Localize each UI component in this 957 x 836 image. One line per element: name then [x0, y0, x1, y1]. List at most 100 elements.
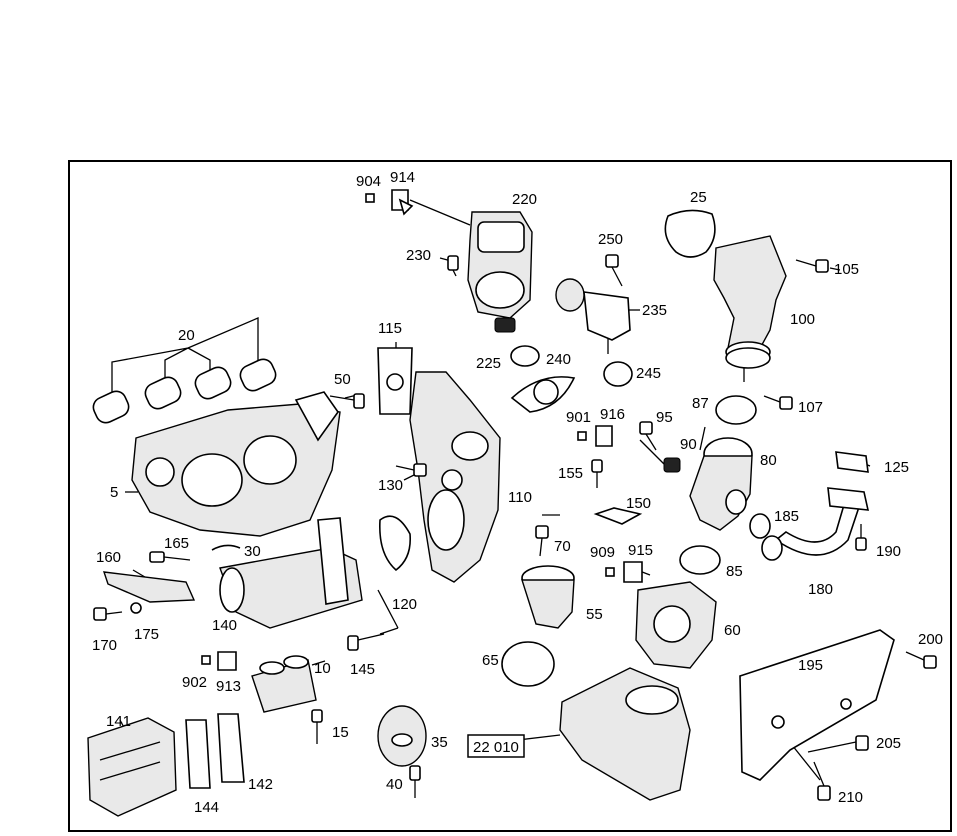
sensor-90: [663, 457, 681, 473]
callout-label: 141: [106, 713, 131, 730]
callout-label: 150: [626, 495, 651, 512]
bolt-130: [395, 463, 427, 477]
callout-label: 50: [334, 371, 351, 388]
callout-label: 901: [566, 409, 591, 426]
connector-904-914: [365, 189, 414, 216]
boxed-reference-text: 22 010: [473, 739, 519, 756]
callout-label: 5: [110, 484, 118, 501]
part-55-throttle: [521, 565, 575, 629]
callout-label: 40: [386, 776, 403, 793]
callout-label: 145: [350, 661, 375, 678]
diagram-frame: [68, 160, 952, 832]
callout-label: 180: [808, 581, 833, 598]
callout-label: 240: [546, 351, 571, 368]
callout-label: 210: [838, 789, 863, 806]
callout-label: 185: [774, 508, 799, 525]
callout-label: 60: [724, 622, 741, 639]
bolt-70: [535, 525, 549, 557]
parts: [87, 189, 937, 817]
callout-label: 904: [356, 173, 381, 190]
callout-label: 200: [918, 631, 943, 648]
clip-30: [211, 544, 241, 551]
gaskets-20: [92, 358, 277, 424]
callout-label: 100: [790, 311, 815, 328]
washer-175: [130, 602, 142, 614]
callout-labels: 904 914 220 25 230 250 105 235 100 20 11…: [92, 169, 943, 816]
bolt-105: [795, 259, 829, 273]
part-140-cooler: [219, 517, 363, 629]
part-110-casting: [409, 371, 501, 583]
seal-ring-245: [603, 361, 633, 387]
connector-901-916: [577, 425, 613, 447]
callout-label: 914: [390, 169, 415, 186]
part-35-valve: [377, 705, 427, 767]
callout-label: 230: [406, 247, 431, 264]
callout-label: 10: [314, 660, 331, 677]
callout-label: 80: [760, 452, 777, 469]
callout-label: 35: [431, 734, 448, 751]
seal-ring-185: [749, 513, 771, 539]
callout-label: 175: [134, 626, 159, 643]
callout-label: 250: [598, 231, 623, 248]
seal-ring-87: [715, 395, 757, 425]
bolt-230: [447, 255, 459, 277]
callout-label: 140: [212, 617, 237, 634]
seal-ring-225: [510, 345, 540, 367]
callout-label: 120: [392, 596, 417, 613]
callout-label: 70: [554, 538, 571, 555]
callout-label: 110: [508, 489, 532, 506]
bolt-40: [409, 765, 421, 798]
callout-label: 220: [512, 191, 537, 208]
gasket-142: [217, 713, 245, 783]
callout-label: 55: [586, 606, 603, 623]
callout-label: 85: [726, 563, 743, 580]
bolt-210: [813, 761, 831, 801]
callout-label: 160: [96, 549, 121, 566]
bolt-205: [807, 735, 869, 753]
callout-label: 915: [628, 542, 653, 559]
bolt-15: [311, 709, 323, 744]
callout-label: 155: [558, 465, 583, 482]
callout-label: 25: [690, 189, 707, 206]
callout-label: 165: [164, 535, 189, 552]
callout-label: 205: [876, 735, 901, 752]
part-220-actuator: [467, 211, 533, 333]
part-22010-cover: [559, 667, 691, 801]
seal-ring-65: [501, 641, 555, 687]
connector-902-913: [201, 651, 237, 671]
callout-label: 235: [642, 302, 667, 319]
callout-label: 107: [798, 399, 823, 416]
part-235-actuator: [555, 278, 631, 354]
callout-label: 916: [600, 406, 625, 423]
gasket-120: [379, 515, 412, 572]
part-5-intake-manifold: [131, 391, 341, 537]
bolt-95: [639, 421, 657, 451]
callout-label: 15: [332, 724, 349, 741]
part-240-flange: [510, 376, 576, 413]
bolt-170: [93, 607, 123, 621]
callout-label: 142: [248, 776, 273, 793]
callout-label: 95: [656, 409, 673, 426]
gasket-115: [377, 347, 413, 415]
callout-label: 225: [476, 355, 501, 372]
bracket-195: [739, 629, 895, 781]
clamp-125: [835, 451, 869, 473]
callout-label: 125: [884, 459, 909, 476]
callout-label: 90: [680, 436, 697, 453]
part-10-valve: [251, 655, 317, 713]
bolt-190: [855, 524, 867, 551]
callout-label: 20: [178, 327, 195, 344]
bolt-107: [763, 395, 793, 410]
callout-label: 105: [834, 261, 859, 278]
gasket-150: [593, 507, 643, 525]
callout-label: 130: [378, 477, 403, 494]
bracket-160: [102, 551, 196, 603]
seal-ring-85: [679, 545, 721, 575]
bolt-200: [905, 651, 937, 669]
callout-label: 65: [482, 652, 499, 669]
bolt-250: [605, 254, 623, 287]
callout-label: 245: [636, 365, 661, 382]
part-100-pipe: [713, 235, 787, 382]
gasket-25: [664, 209, 716, 258]
callout-label: 913: [216, 678, 241, 695]
